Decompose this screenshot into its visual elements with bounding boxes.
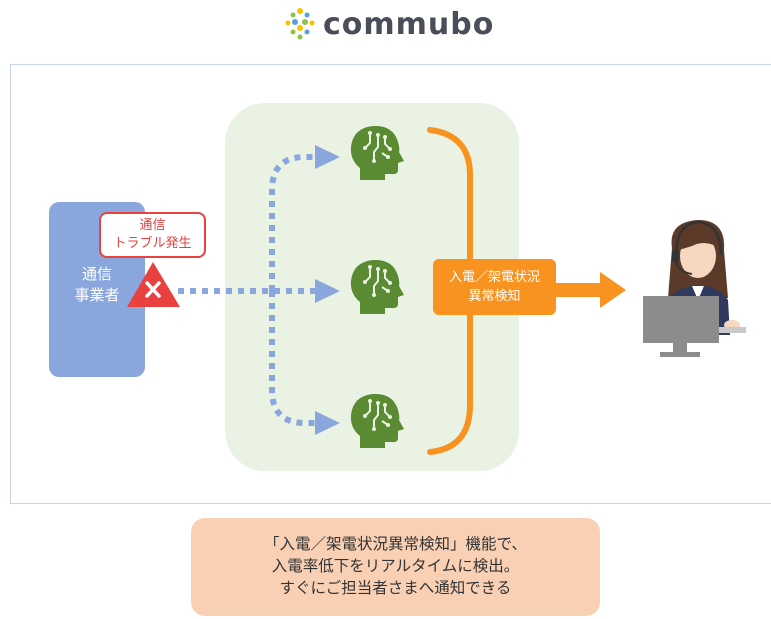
dots-logo-icon — [285, 8, 315, 40]
arrowheads — [315, 145, 340, 435]
logo: commubo — [283, 6, 494, 42]
anomaly-detection-box: 入電／架電状況 異常検知 — [433, 259, 556, 315]
feature-message: 「入電／架電状況異常検知」機能で、 入電率低下をリアルタイムに検出。 すぐにご担… — [191, 518, 600, 616]
ai-head-icon — [350, 125, 404, 180]
arrowhead-top — [315, 145, 340, 169]
notify-arrow — [554, 272, 626, 308]
warning-x-icon — [127, 262, 180, 307]
message-line-1: 「入電／架電状況異常検知」機能で、 — [264, 535, 527, 553]
operator-icon — [643, 220, 746, 357]
ai-head-icon — [350, 259, 404, 314]
arrowhead-bottom — [315, 411, 340, 435]
arrowhead-middle — [315, 279, 340, 303]
ai-head-icon — [350, 393, 404, 448]
carrier-label: 通信 事業者 — [74, 265, 120, 304]
trouble-callout: 通信 トラブル発生 — [99, 212, 206, 258]
message-line-2: 入電率低下をリアルタイムに検出。 — [271, 557, 520, 575]
dotted-connectors — [178, 154, 320, 426]
message-line-3: すぐにご担当者さまへ通知できる — [279, 579, 512, 597]
diagram-frame — [10, 64, 771, 504]
logo-text: commubo — [323, 6, 495, 42]
